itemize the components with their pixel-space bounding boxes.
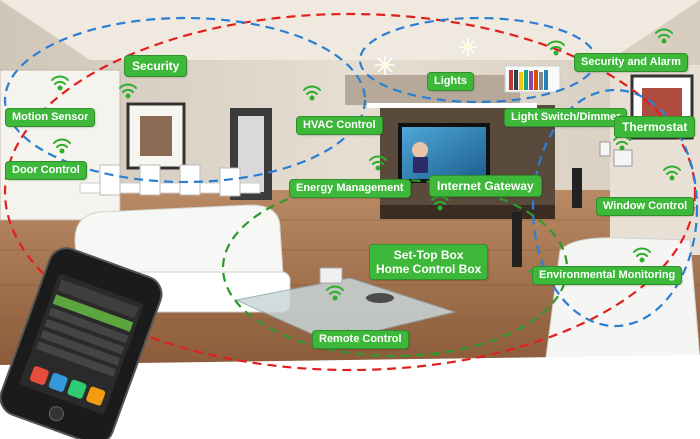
wifi-signal-icon [303, 85, 321, 101]
thermostat-device [613, 149, 633, 167]
light-switch [599, 141, 611, 157]
label-hvac-control: HVAC Control [297, 117, 382, 134]
set-top-box-text: Set-Top Box [393, 248, 464, 262]
home-network-boundary [3, 12, 697, 372]
security-zone-boundary [3, 16, 367, 184]
label-thermostat: Thermostat [615, 117, 695, 137]
label-set-top-box: Set-Top Box Home Control Box [370, 245, 488, 279]
wifi-signal-icon [326, 285, 344, 301]
label-motion-sensor: Motion Sensor [6, 109, 95, 126]
label-energy-management: Energy Management [290, 180, 410, 197]
wifi-signal-icon [51, 75, 69, 91]
wifi-signal-icon [655, 28, 673, 44]
wifi-signal-icon [431, 195, 449, 211]
label-light-switch-dimmer: Light Switch/Dimmer [505, 109, 627, 126]
label-remote-control: Remote Control [313, 331, 408, 348]
label-window-control: Window Control [597, 198, 694, 215]
glass-coffee-table [234, 277, 457, 343]
ceiling [0, 0, 700, 60]
smartphone-icon [0, 247, 163, 439]
wifi-signal-icon [547, 40, 565, 56]
wifi-signal-icon [119, 83, 137, 99]
label-environmental-monitoring: Environmental Monitoring [533, 267, 682, 284]
label-lights: Lights [428, 73, 473, 90]
label-security: Security [125, 56, 187, 76]
label-security-and-alarm: Security and Alarm [575, 54, 687, 71]
wifi-signal-icon [53, 138, 71, 154]
speaker [512, 212, 522, 267]
wifi-signal-icon [633, 247, 651, 263]
wifi-signal-icon [369, 155, 387, 171]
home-control-box-text: Home Control Box [376, 262, 482, 276]
wifi-signal-icon [663, 165, 681, 181]
label-internet-gateway: Internet Gateway [430, 176, 541, 196]
climate-zone-boundary [531, 88, 699, 328]
label-door-control: Door Control [6, 162, 86, 179]
